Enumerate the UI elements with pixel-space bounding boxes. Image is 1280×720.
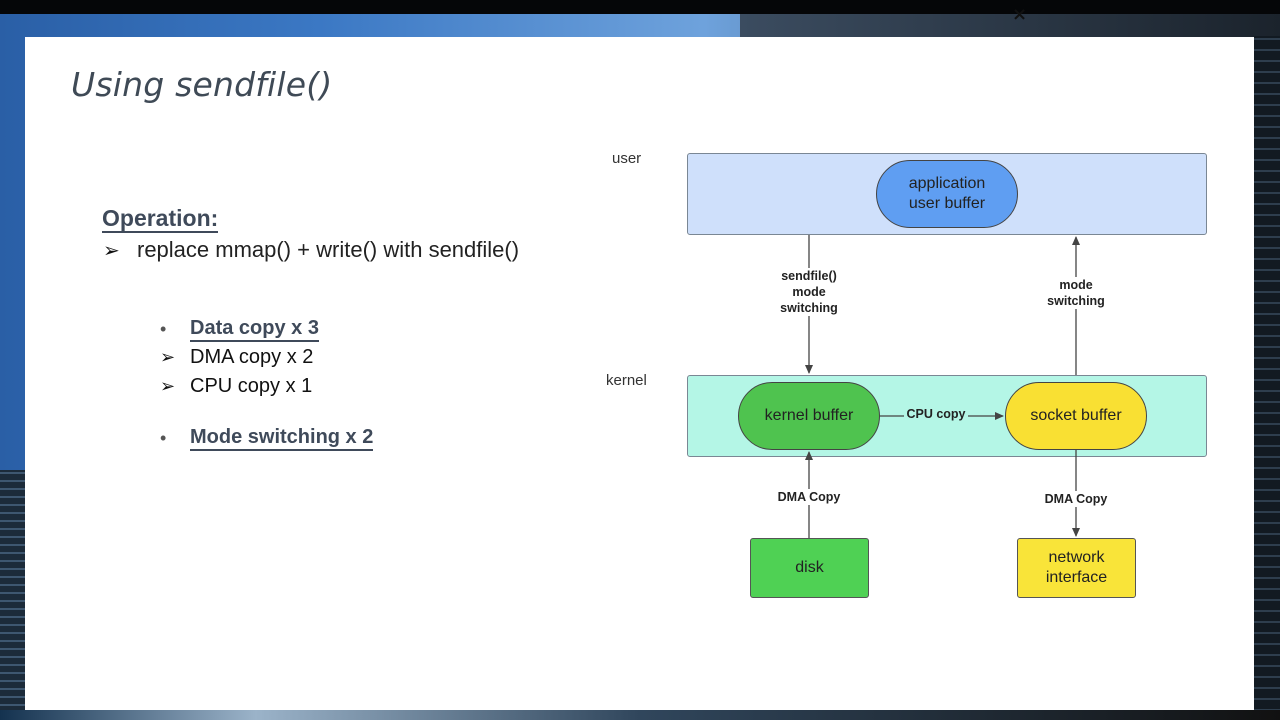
arrow-bullet-icon: ➢ bbox=[160, 347, 176, 367]
slide-title: Using sendfile() bbox=[71, 65, 333, 104]
bullet-text: Mode switching x 2 bbox=[190, 426, 374, 451]
bottom-strip bbox=[0, 710, 1280, 720]
bullet-item: • Mode switching x 2 bbox=[160, 426, 374, 451]
operation-item: ➢ replace mmap() + write() with sendfile… bbox=[103, 237, 519, 263]
kernel-space-label: kernel bbox=[606, 372, 647, 389]
building-right bbox=[1254, 36, 1280, 720]
user-space-label: user bbox=[612, 150, 642, 167]
top-bar bbox=[0, 0, 1280, 14]
bullet-item: ➢ CPU copy x 1 bbox=[160, 375, 312, 398]
sendfile-edge-label: sendfile() mode switching bbox=[777, 268, 841, 316]
operation-text: replace mmap() + write() with sendfile() bbox=[137, 237, 520, 262]
kernel-buffer: kernel buffer bbox=[738, 382, 880, 450]
dma-in-edge-label: DMA Copy bbox=[772, 489, 846, 505]
application-user-buffer: application user buffer bbox=[876, 160, 1018, 228]
slide: Using sendfile() Operation: ➢ replace mm… bbox=[25, 37, 1254, 710]
arrow-bullet-icon: ➢ bbox=[160, 376, 176, 396]
mode-switch-edge-label: mode switching bbox=[1044, 277, 1108, 309]
bullet-dot-icon: • bbox=[160, 319, 167, 339]
dma-out-edge-label: DMA Copy bbox=[1039, 491, 1113, 507]
operation-heading: Operation: bbox=[102, 205, 219, 233]
socket-buffer: socket buffer bbox=[1005, 382, 1147, 450]
bullet-dot-icon: • bbox=[160, 428, 167, 448]
cpu-copy-edge-label: CPU copy bbox=[904, 406, 968, 422]
bullet-item: ➢ DMA copy x 2 bbox=[160, 346, 313, 369]
disk-node: disk bbox=[750, 538, 869, 598]
arrow-bullet-icon: ➢ bbox=[103, 239, 120, 262]
bullet-text: Data copy x 3 bbox=[190, 317, 319, 342]
building-top bbox=[740, 14, 1280, 38]
connector-arrows bbox=[805, 235, 1080, 538]
network-interface-node: network interface bbox=[1017, 538, 1136, 598]
close-icon[interactable]: × bbox=[1012, 4, 1028, 25]
building-left bbox=[0, 470, 26, 720]
bullet-item: • Data copy x 3 bbox=[160, 317, 319, 342]
bullet-text: CPU copy x 1 bbox=[190, 375, 313, 397]
bullet-text: DMA copy x 2 bbox=[190, 346, 314, 368]
